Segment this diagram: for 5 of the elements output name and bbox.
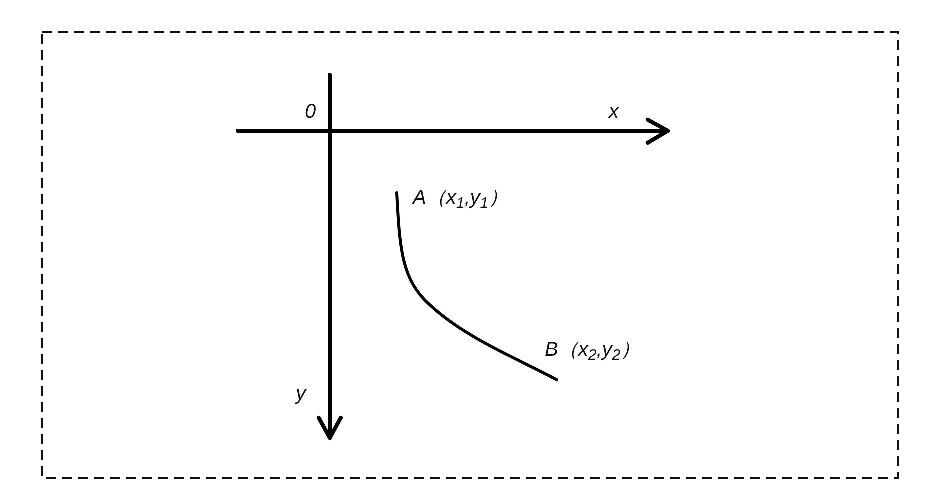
origin-label: 0	[305, 100, 316, 124]
axis-label: x	[609, 100, 619, 124]
axis-label: y	[296, 382, 306, 406]
point-label: A（x$_{1}$,y$_{1}$）	[413, 186, 509, 210]
point-label: B（x$_{2}$,y$_{2}$）	[545, 338, 641, 362]
